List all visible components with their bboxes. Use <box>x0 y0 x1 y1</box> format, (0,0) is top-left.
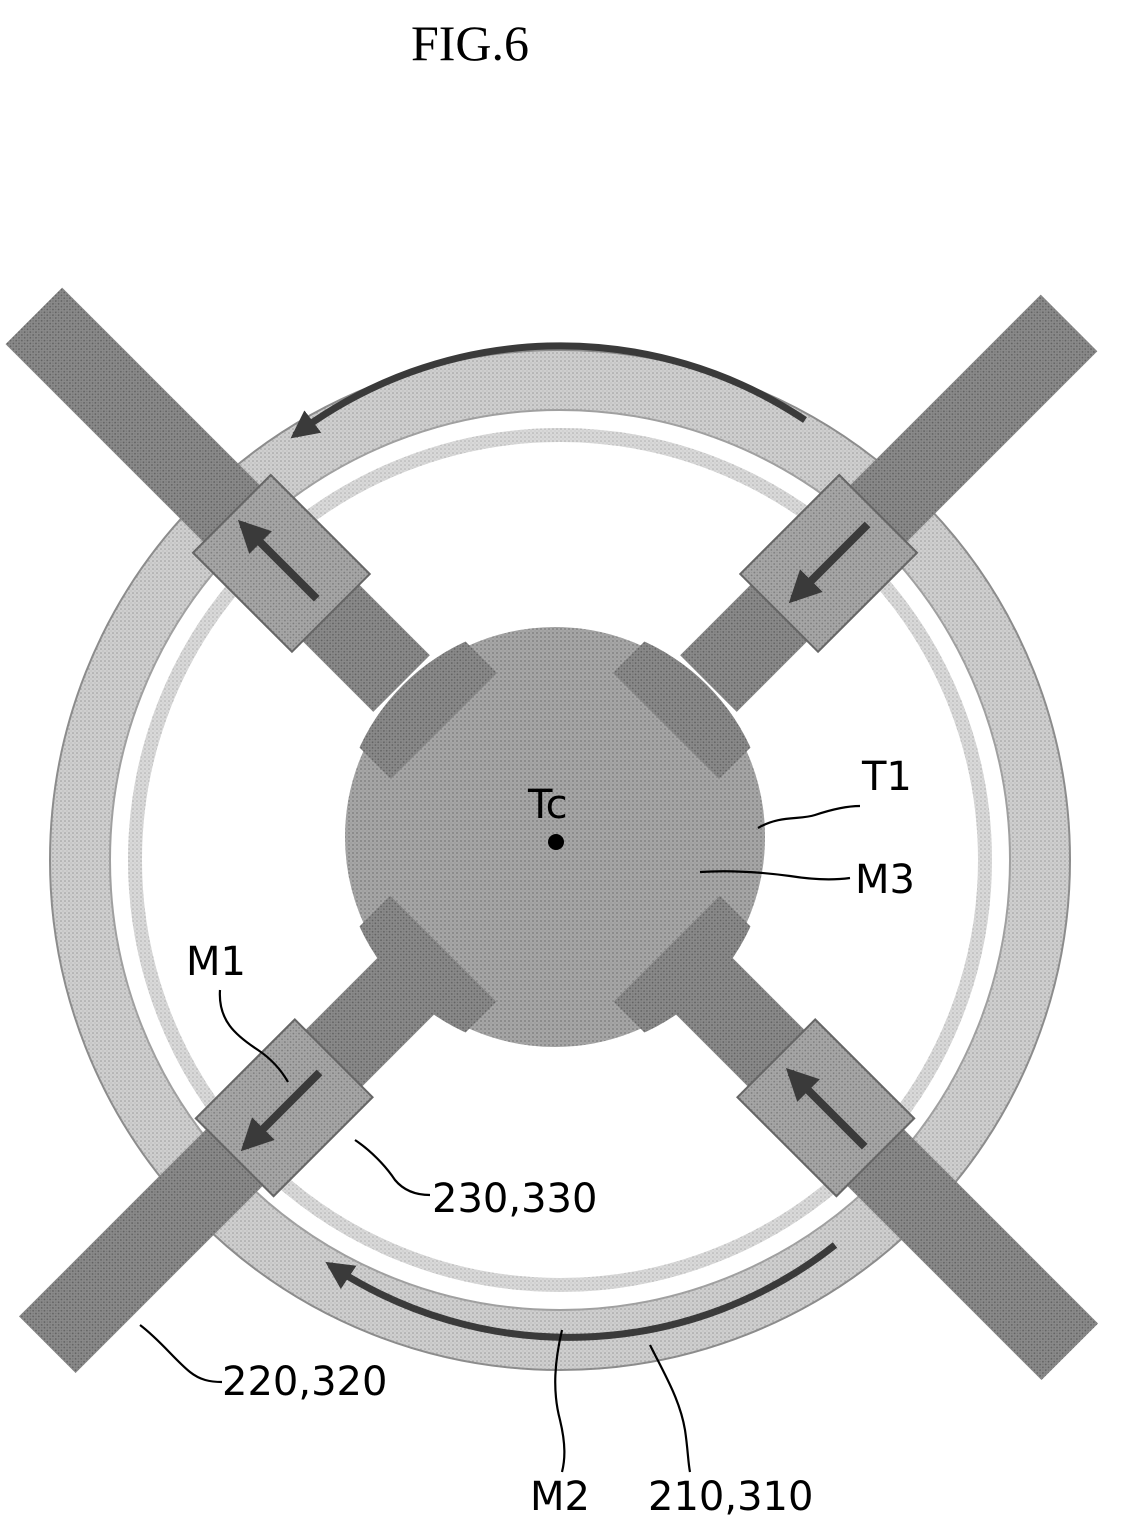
figure-title: FIG.6 <box>411 15 529 71</box>
arm-upper-right <box>6 288 430 712</box>
leader-230-330 <box>355 1140 430 1195</box>
label-m1: M1 <box>186 939 246 985</box>
leader-210-310 <box>650 1345 690 1472</box>
label-230-330: 230,330 <box>432 1176 597 1222</box>
label-220-320: 220,320 <box>222 1359 387 1405</box>
label-tc: Tc <box>527 782 568 828</box>
label-210-310: 210,310 <box>648 1474 813 1520</box>
label-t1: T1 <box>861 754 912 800</box>
leader-220-320 <box>140 1325 222 1382</box>
arm-upper-left <box>680 295 1097 712</box>
label-m3: M3 <box>855 857 915 903</box>
label-m2: M2 <box>530 1474 590 1520</box>
center-point <box>548 834 564 850</box>
